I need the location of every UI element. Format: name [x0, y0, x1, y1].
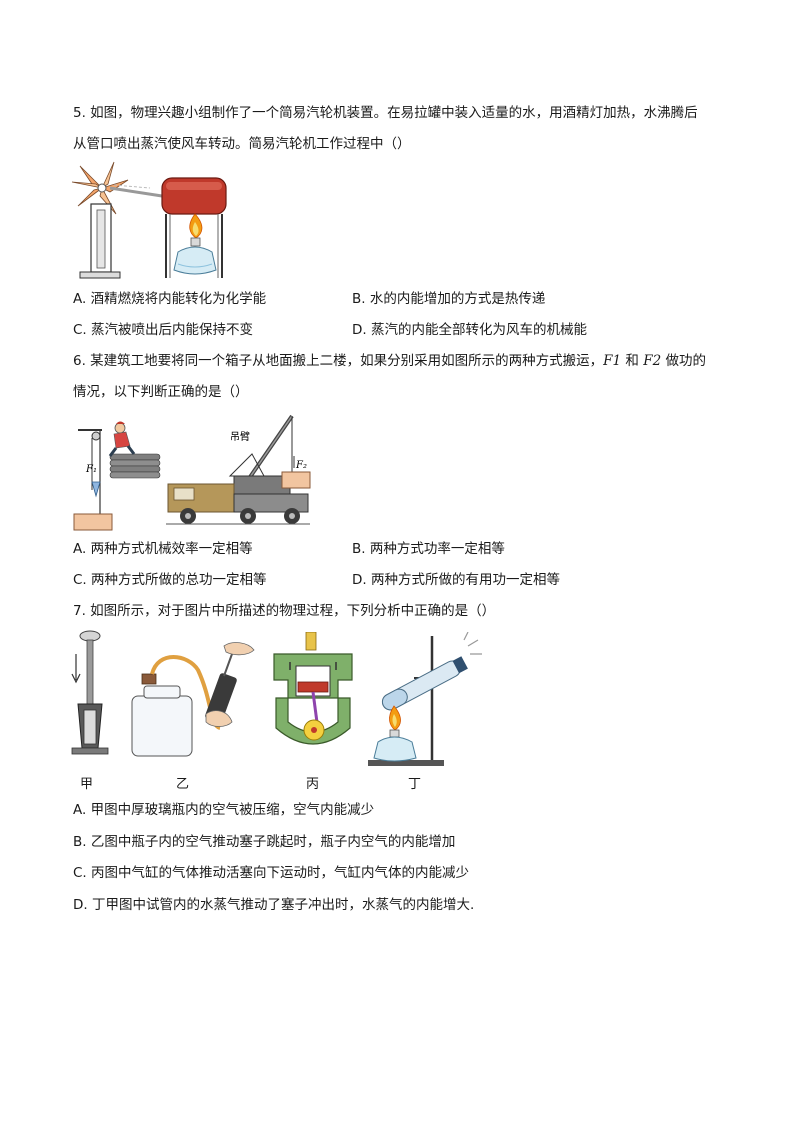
caption-bing: 丙 — [306, 777, 320, 792]
caption-yi: 乙 — [176, 777, 190, 792]
q5-option-d[interactable]: D. 蒸汽的内能全部转化为风车的机械能 — [352, 322, 587, 338]
q5-steam-turbine-figure — [71, 161, 227, 279]
worker-icon — [108, 421, 136, 457]
q6-stem-part-mid: 和 — [621, 353, 644, 369]
q7-option-b[interactable]: B. 乙图中瓶子内的空气推动塞子跳起时，瓶子内空气的内能增加 — [73, 834, 456, 850]
q7-option-a[interactable]: A. 甲图中厚玻璃瓶内的空气被压缩，空气内能减少 — [73, 802, 375, 818]
q5-option-b[interactable]: B. 水的内能增加的方式是热传递 — [352, 291, 546, 307]
alcohol-lamp-icon — [173, 237, 217, 275]
q7-option-d[interactable]: D. 丁甲图中试管内的水蒸气推动了塞子冲出时，水蒸气的内能增大. — [73, 897, 475, 913]
q6-stem-line1: 6. 某建筑工地要将同一个箱子从地面搬上二楼，如果分别采用如图所示的两种方式搬运… — [73, 351, 706, 371]
force1-label: F₁ — [85, 464, 97, 475]
crane-truck-icon — [166, 414, 310, 525]
q6-option-a[interactable]: A. 两种方式机械效率一定相等 — [73, 541, 253, 557]
q6-stem-part-a: 6. 某建筑工地要将同一个箱子从地面搬上二楼，如果分别采用如图所示的两种方式搬运… — [73, 353, 604, 369]
q6-lifting-methods-figure: F₁ 吊臂 F₂ — [73, 414, 311, 531]
q5-option-c[interactable]: C. 蒸汽被喷出后内能保持不变 — [73, 322, 254, 338]
alcohol-lamp-icon — [373, 729, 417, 762]
q6-option-d[interactable]: D. 两种方式所做的有用功一定相等 — [352, 572, 560, 588]
hand-pump-icon — [205, 642, 255, 727]
fig-ding-test-tube — [368, 632, 482, 766]
pinwheel-icon — [71, 161, 129, 215]
caption-jia: 甲 — [80, 777, 94, 792]
q6-option-c[interactable]: C. 两种方式所做的总功一定相等 — [73, 572, 267, 588]
q5-option-a[interactable]: A. 酒精燃烧将内能转化为化学能 — [73, 291, 267, 307]
q6-f1-symbol: F1 — [603, 353, 622, 369]
q5-stem-line1: 5. 如图，物理兴趣小组制作了一个简易汽轮机装置。在易拉罐中装入适量的水，用酒精… — [73, 105, 698, 121]
fig-bing-engine — [273, 632, 353, 745]
q7-stem: 7. 如图所示，对于图片中所描述的物理过程，下列分析中正确的是（） — [73, 603, 496, 619]
q6-stem-part-b: 做功的 — [661, 353, 706, 369]
q6-f2-symbol: F2 — [643, 353, 662, 369]
boom-label: 吊臂 — [230, 430, 250, 443]
fig-jia-compression — [71, 630, 109, 755]
q6-option-b[interactable]: B. 两种方式功率一定相等 — [352, 541, 505, 557]
fig-yi-bottle-pump — [131, 642, 255, 757]
q7-option-c[interactable]: C. 丙图中气缸的气体推动活塞向下运动时，气缸内气体的内能减少 — [73, 865, 470, 881]
caption-ding: 丁 — [408, 777, 422, 792]
pulley-method — [73, 421, 161, 531]
force2-label: F₂ — [295, 460, 307, 471]
q5-stem-line2: 从管口喷出蒸汽使风车转动。简易汽轮机工作过程中（） — [73, 136, 411, 152]
q6-stem-line2: 情况，以下判断正确的是（） — [73, 384, 249, 400]
